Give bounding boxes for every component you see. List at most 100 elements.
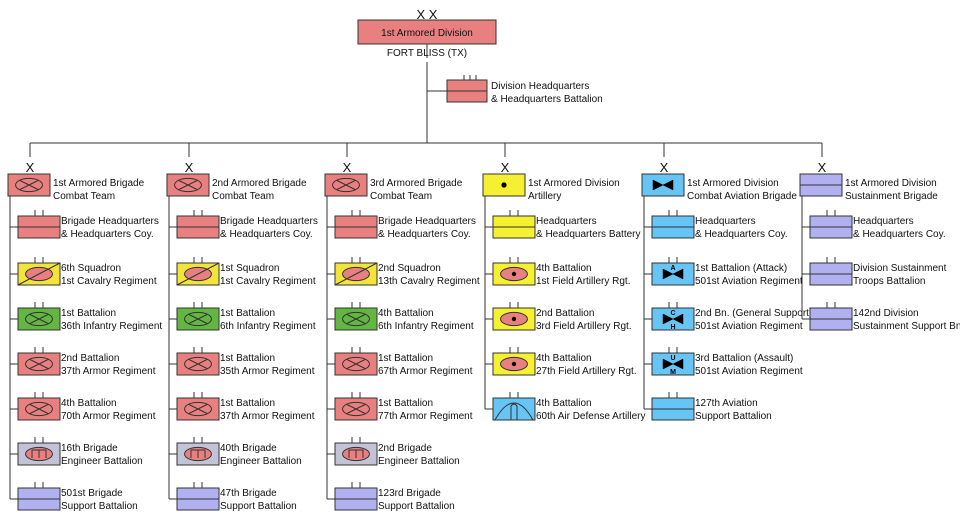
unit-entry: Brigade Headquarters & Headquarters Coy. bbox=[169, 210, 318, 240]
unit-label-line1: 2nd Bn. (General Support) bbox=[695, 308, 812, 319]
brigade-label-line1: 2nd Armored Brigade bbox=[212, 178, 307, 189]
unit-artillery-dot bbox=[511, 361, 517, 367]
unit-label-line2: 37th Armor Regiment bbox=[61, 366, 156, 377]
unit-label-line2: Support Battalion bbox=[61, 501, 138, 512]
unit-cross-line bbox=[346, 403, 366, 415]
unit-track-oval bbox=[184, 356, 212, 372]
unit-label-line2: 501st Aviation Regiment bbox=[695, 366, 803, 377]
unit-recon-slash bbox=[334, 262, 378, 286]
brigade-label-line1: 1st Armored Division bbox=[687, 178, 779, 189]
unit-label-line1: Brigade Headquarters bbox=[220, 216, 318, 227]
unit-label-line1: 1st Battalion bbox=[61, 308, 116, 319]
unit-label-line1: 142nd Division bbox=[853, 308, 919, 319]
unit-artillery-dot bbox=[511, 316, 517, 322]
brigade-cross-line bbox=[336, 179, 356, 191]
unit-label-line2: & Headquarters Coy. bbox=[220, 229, 313, 240]
unit-track-oval bbox=[342, 356, 370, 372]
division-box[interactable] bbox=[357, 19, 497, 45]
unit-label-line2: Engineer Battalion bbox=[61, 456, 143, 467]
unit-label-line1: Brigade Headquarters bbox=[378, 216, 476, 227]
unit-label-line2: Troops Battalion bbox=[853, 276, 925, 287]
unit-label-line1: Headquarters bbox=[536, 216, 597, 227]
unit-label-line2: & Headquarters Coy. bbox=[378, 229, 471, 240]
unit-label-line1: Headquarters bbox=[853, 216, 914, 227]
brigade-echelon-marker: X bbox=[343, 160, 352, 175]
division-name: 1st Armored Division bbox=[381, 28, 473, 39]
unit-entry: 1st Battalion 35th Armor Regiment bbox=[169, 347, 315, 377]
brigade-echelon-marker: X bbox=[818, 160, 827, 175]
unit-label-line1: 6th Squadron bbox=[61, 263, 121, 274]
unit-label-line1: 123rd Brigade bbox=[378, 488, 441, 499]
unit-label-line2: 27th Field Artillery Rgt. bbox=[536, 366, 637, 377]
unit-label-line2: 1st Cavalry Regiment bbox=[61, 276, 157, 287]
brigade-label-line1: 1st Armored Brigade bbox=[53, 178, 145, 189]
unit-label-line2: Engineer Battalion bbox=[220, 456, 302, 467]
unit-mission-letter: C bbox=[670, 310, 675, 317]
unit-recon-slash bbox=[176, 262, 220, 286]
unit-label-line1: 4th Battalion bbox=[536, 263, 592, 274]
unit-label-line2: 77th Armor Regiment bbox=[378, 411, 473, 422]
unit-label-line1: 2nd Battalion bbox=[536, 308, 594, 319]
brigade-label-line1: 3rd Armored Brigade bbox=[370, 178, 463, 189]
unit-entry: Brigade Headquarters & Headquarters Coy. bbox=[327, 210, 476, 240]
unit-cross-line bbox=[188, 403, 208, 415]
brigade-track-oval bbox=[15, 177, 43, 193]
brigade-label-line1: 1st Armored Division bbox=[845, 178, 937, 189]
brigade-label-line2: Artillery bbox=[528, 191, 561, 202]
unit-track-oval bbox=[184, 311, 212, 327]
brigade-cross-line bbox=[19, 179, 39, 191]
unit-cross-line bbox=[346, 358, 366, 370]
connector-lines bbox=[30, 44, 822, 144]
unit-track-oval bbox=[25, 311, 53, 327]
unit-entry: 1st Battalion 77th Armor Regiment bbox=[327, 392, 473, 422]
unit-label-line1: 2nd Brigade bbox=[378, 443, 432, 454]
division-location: FORT BLISS (TX) bbox=[387, 48, 467, 59]
unit-label-line1: 1st Battalion bbox=[220, 398, 275, 409]
unit-label-line1: 501st Brigade bbox=[61, 488, 123, 499]
unit-label-line2: Support Battalion bbox=[220, 501, 297, 512]
division-hq-label-line1: Division Headquarters bbox=[491, 81, 589, 92]
unit-label-line2: Engineer Battalion bbox=[378, 456, 460, 467]
brigade-label-line1: 1st Armored Division bbox=[528, 178, 620, 189]
brigade-echelon-marker: X bbox=[660, 160, 669, 175]
unit-symbol[interactable] bbox=[492, 397, 536, 421]
unit-rotary-wing-icon bbox=[662, 313, 684, 325]
unit-entry: Headquarters& Headquarters Coy. bbox=[644, 210, 788, 240]
unit-label-line2: 60th Air Defense Artillery bbox=[536, 411, 646, 422]
unit-track-oval bbox=[342, 401, 370, 417]
unit-label-line2: 13th Cavalry Regiment bbox=[378, 276, 480, 287]
unit-mission-letter: H bbox=[670, 324, 675, 331]
unit-label-line2: 6th Infantry Regiment bbox=[378, 321, 474, 332]
unit-label-line2: 35th Armor Regiment bbox=[220, 366, 315, 377]
unit-label-line1: 1st Battalion bbox=[378, 398, 433, 409]
unit-label-line1: 1st Battalion (Attack) bbox=[695, 263, 787, 274]
unit-label-line1: 4th Battalion bbox=[536, 353, 592, 364]
unit-label-line1: 3rd Battalion (Assault) bbox=[695, 353, 793, 364]
unit-label-line1: 1st Battalion bbox=[220, 353, 275, 364]
unit-mission-letter: M bbox=[670, 369, 676, 376]
unit-label-line1: 1st Squadron bbox=[220, 263, 280, 274]
unit-label-line1: 16th Brigade bbox=[61, 443, 118, 454]
unit-label-line1: 47th Brigade bbox=[220, 488, 277, 499]
unit-label-line2: Sustainment Support Bn. bbox=[853, 321, 960, 332]
unit-label-line1: 4th Battalion bbox=[61, 398, 117, 409]
unit-label-line2: & Headquarters Coy. bbox=[61, 229, 154, 240]
unit-label-line2: 501st Aviation Regiment bbox=[695, 321, 803, 332]
